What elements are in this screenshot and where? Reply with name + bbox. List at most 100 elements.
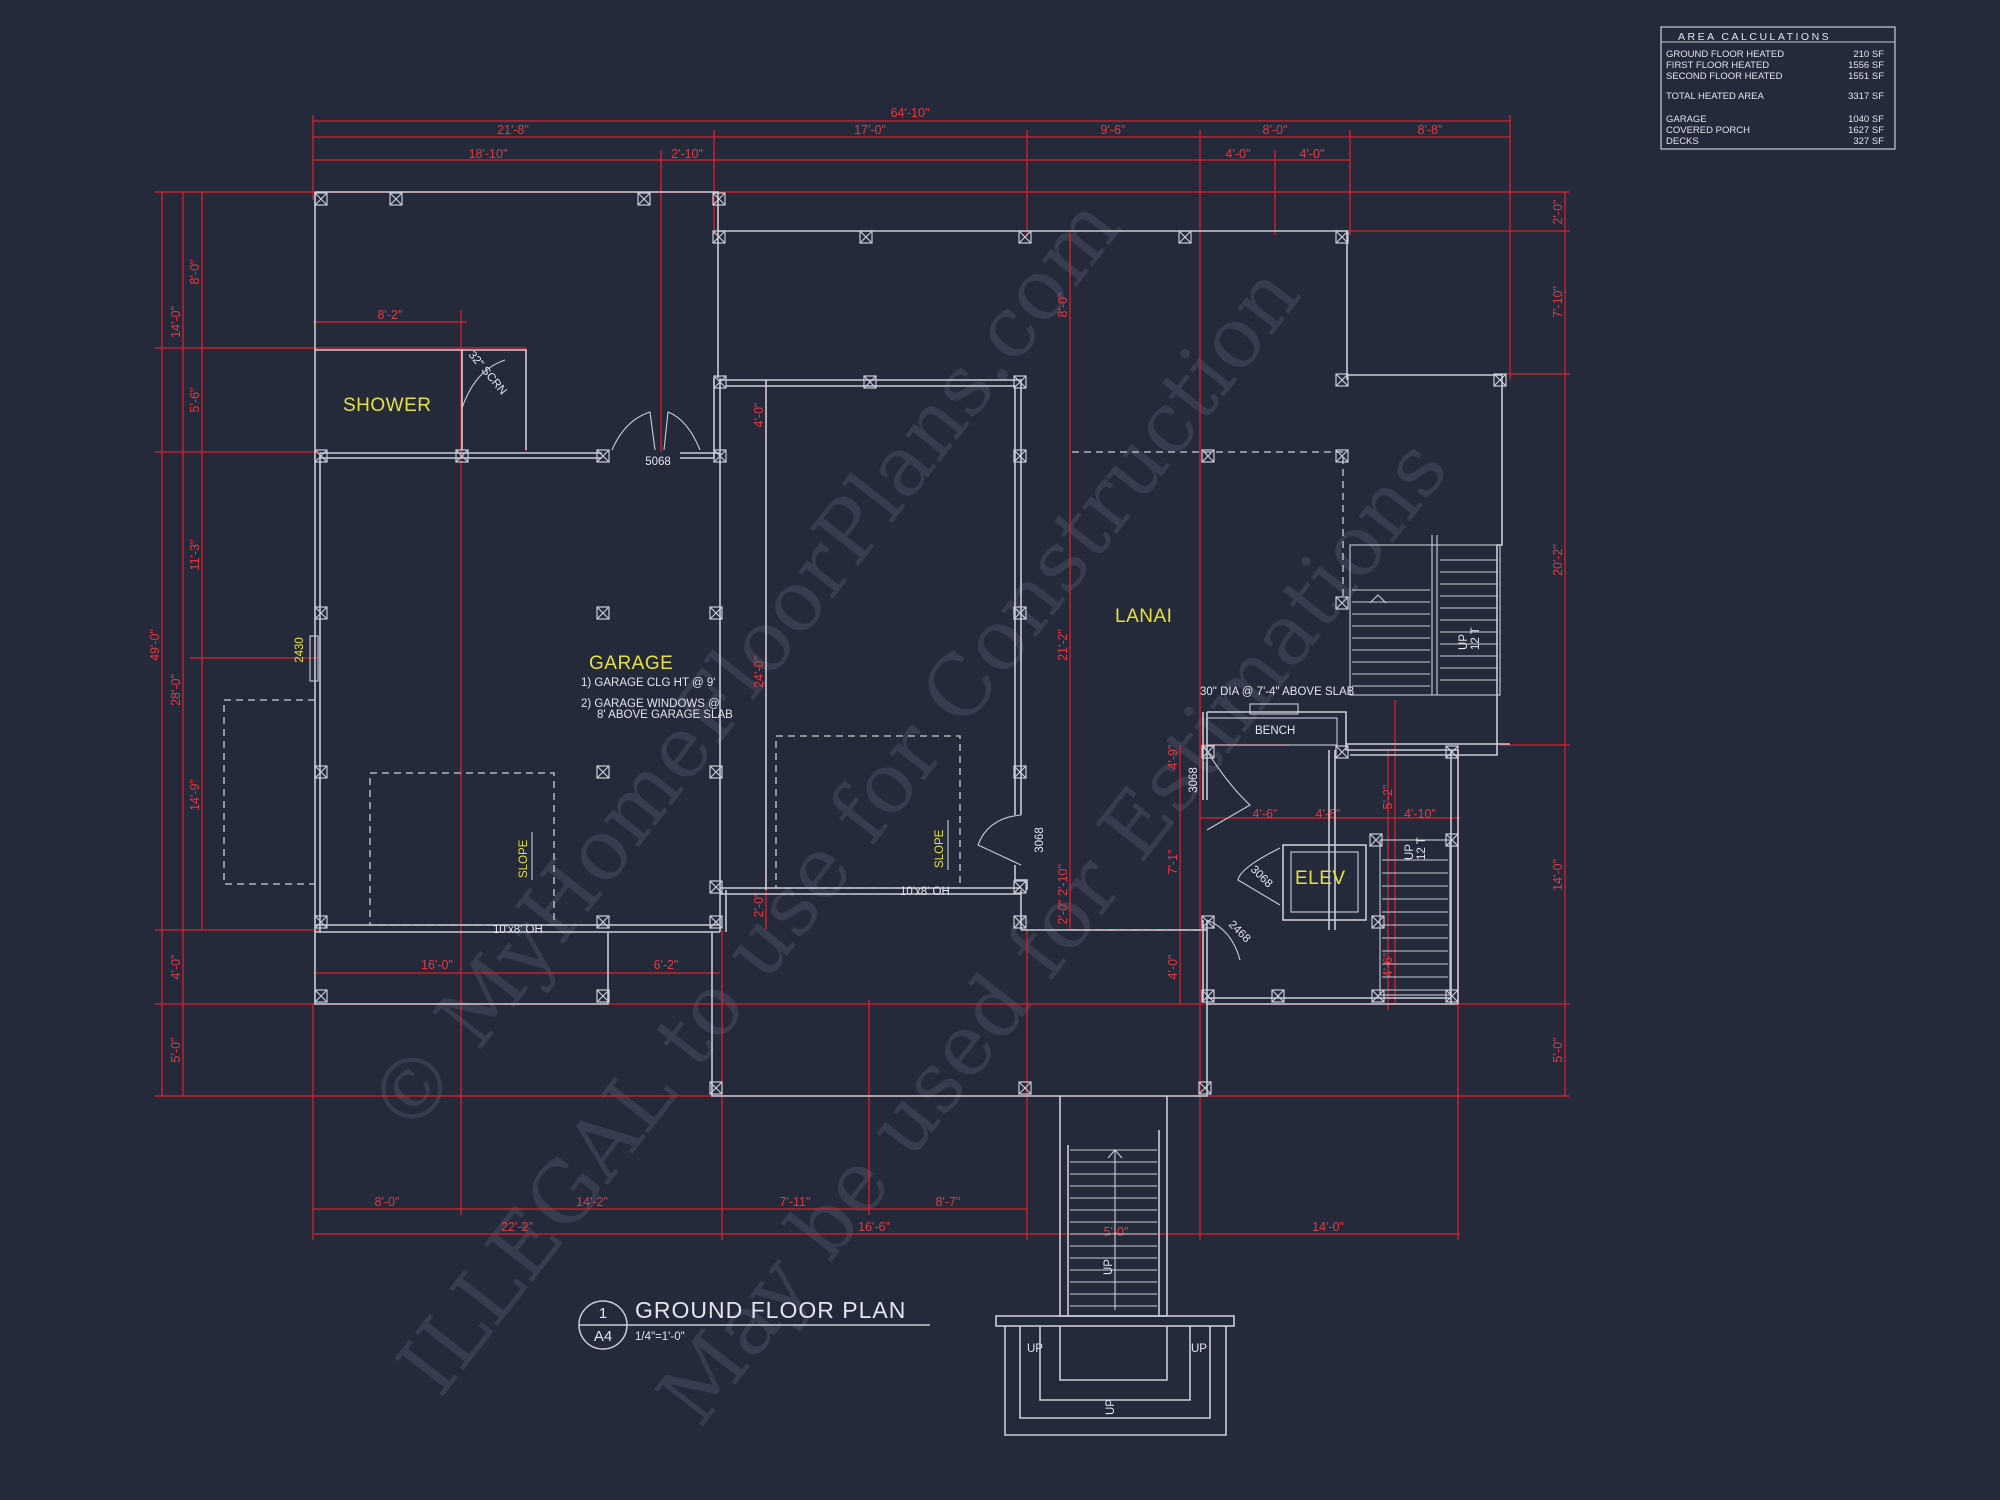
post-marker <box>1201 449 1215 463</box>
dim-label: 2'-10" <box>1056 864 1070 896</box>
dim-label: 8'-7" <box>936 1195 961 1209</box>
post-marker <box>596 765 610 779</box>
dim-label: 20'-2" <box>1551 544 1565 576</box>
post-marker <box>1335 373 1349 387</box>
dim-label: 14'-0" <box>169 306 183 338</box>
dim-label: 21'-8" <box>497 123 529 137</box>
dim-label: 4'-0" <box>1166 955 1180 980</box>
post-marker <box>1201 915 1215 929</box>
dim-label: 24'-0" <box>752 656 766 688</box>
room-labels: SHOWER GARAGE LANAI ELEV BENCH 1) GARAGE… <box>343 395 1355 936</box>
dim-label: 16'-0" <box>421 958 453 972</box>
post-marker <box>314 192 328 206</box>
window-tag-2430: 2430 <box>294 637 306 663</box>
dim-label: 6'-2" <box>654 958 679 972</box>
post-marker <box>314 449 328 463</box>
post-marker <box>1445 745 1459 759</box>
post-marker <box>709 765 723 779</box>
room-label-lanai: LANAI <box>1115 606 1172 627</box>
post-marker <box>314 765 328 779</box>
slope-label: SLOPE <box>934 829 946 868</box>
garage-door-size: 10'x8' OH <box>900 886 950 898</box>
stair-up-label: UP <box>1404 844 1416 860</box>
dim-label: 14'-0" <box>1312 1220 1344 1234</box>
post-marker <box>596 915 610 929</box>
post-marker <box>637 192 651 206</box>
garage-note-1: 1) GARAGE CLG HT @ 9' <box>581 677 715 689</box>
garage-door-size: 10'x8' OH <box>493 924 543 936</box>
dim-label: 4'-0" <box>752 403 766 428</box>
post-marker <box>1445 989 1459 1003</box>
post-marker <box>1013 915 1027 929</box>
area-row-label: DECKS <box>1666 136 1699 147</box>
post-marker <box>455 449 469 463</box>
area-row-value: 1627 SF <box>1848 125 1884 136</box>
post-marker <box>596 989 610 1003</box>
dim-label: 18'-10" <box>469 147 508 161</box>
stair-up-label: UP <box>1027 1343 1043 1355</box>
stair-up-label: UP <box>1105 1399 1117 1415</box>
dim-label: 7'-1" <box>1166 850 1180 875</box>
dim-label: 4'-0" <box>169 955 183 980</box>
area-row-label: TOTAL HEATED AREA <box>1666 91 1765 102</box>
dim-label: 4'-9" <box>1166 745 1180 770</box>
dim-label: 2'-0" <box>1551 200 1565 225</box>
dim-label: 14'-0" <box>1551 859 1565 891</box>
dim-label: 4'-10" <box>1404 807 1436 821</box>
area-row-value: 327 SF <box>1853 136 1884 147</box>
post-marker <box>1335 745 1349 759</box>
lanai-note: 30" DIA @ 7'-4" ABOVE SLAB <box>1200 686 1355 698</box>
building-walls <box>223 191 1510 1097</box>
post-marker <box>709 915 723 929</box>
post-marker <box>709 606 723 620</box>
post-marker <box>314 606 328 620</box>
post-marker <box>314 989 328 1003</box>
dim-label: 4'-6" <box>1253 807 1278 821</box>
stair-up-label: UP <box>1103 1259 1115 1275</box>
post-marker <box>1013 375 1027 389</box>
dim-label: 9'-6" <box>1101 123 1126 137</box>
stair-up-label: UP <box>1191 1343 1207 1355</box>
post-marker <box>1198 1081 1212 1095</box>
post-marker <box>1013 449 1027 463</box>
post-marker <box>859 230 873 244</box>
sheet-reference: A4 <box>594 1328 612 1345</box>
post-marker <box>1018 230 1032 244</box>
dim-label: 21'-2" <box>1056 629 1070 661</box>
post-marker <box>1493 373 1507 387</box>
post-marker <box>713 449 727 463</box>
dim-label: 8'-0" <box>1263 123 1288 137</box>
post-marker <box>712 192 726 206</box>
dim-label: 8'-2" <box>378 308 403 322</box>
stair-up-label: UP <box>1458 634 1470 650</box>
post-marker <box>863 375 877 389</box>
drawing-title-block: 1 A4 GROUND FLOOR PLAN 1/4"=1'-0" <box>578 1297 930 1350</box>
stair-treads-label: 12 T <box>1416 837 1428 860</box>
area-row-label: COVERED PORCH <box>1666 125 1750 136</box>
area-row-value: 210 SF <box>1853 49 1884 60</box>
dim-label: 4'-0" <box>1300 147 1325 161</box>
dim-label: 14'-9" <box>188 779 202 811</box>
dim-label: 8'-0" <box>188 260 202 285</box>
dim-label: 4'-6" <box>1381 953 1395 978</box>
area-row-label: GROUND FLOOR HEATED <box>1666 49 1784 60</box>
stair-treads-label: 12 T <box>1470 627 1482 650</box>
post-marker <box>596 606 610 620</box>
area-table-title: AREA CALCULATIONS <box>1678 31 1831 43</box>
area-row-value: 1551 SF <box>1848 71 1884 82</box>
screen-door-label: 32" SCRN <box>466 349 509 397</box>
post-marker <box>1013 606 1027 620</box>
post-marker <box>1371 989 1385 1003</box>
post-marker <box>713 375 727 389</box>
room-label-garage: GARAGE <box>589 653 673 674</box>
area-row-label: FIRST FLOOR HEATED <box>1666 60 1769 71</box>
post-marker <box>1013 765 1027 779</box>
sheet-number: 1 <box>599 1305 607 1322</box>
dim-label: 17'-0" <box>854 123 886 137</box>
door-tag-3068: 3068 <box>1248 864 1275 891</box>
room-label-elev: ELEV <box>1295 868 1346 889</box>
post-marker <box>596 449 610 463</box>
dim-label: 5'-2" <box>1381 785 1395 810</box>
